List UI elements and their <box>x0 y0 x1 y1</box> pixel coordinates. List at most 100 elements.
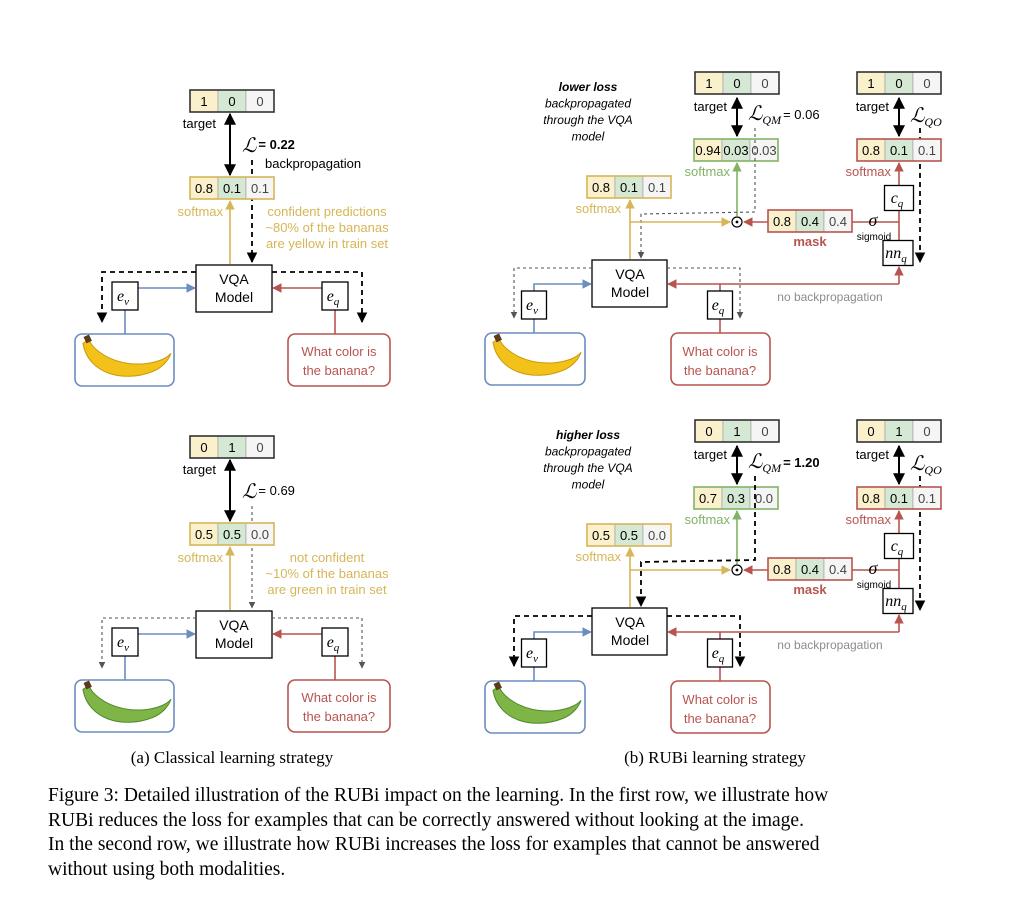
cell-value: 0.1 <box>648 180 666 195</box>
math-main: nn <box>885 593 901 610</box>
math-label: cq <box>891 538 904 558</box>
cell-border <box>189 522 275 546</box>
question-input-box <box>287 679 391 733</box>
annotation-text: not confident <box>290 550 365 565</box>
loss-subscript: QM <box>762 113 782 127</box>
loss-label: ℒQO <box>910 453 942 477</box>
banana-body <box>82 684 172 723</box>
cell-border <box>693 486 779 510</box>
math-main: c <box>891 538 898 555</box>
backprop-dashed-arrow <box>510 267 592 319</box>
backprop-dashed-arrow <box>508 615 592 668</box>
math-label: ev <box>526 645 538 665</box>
math-sub: q <box>901 253 907 265</box>
box <box>520 638 548 668</box>
cell-border <box>189 176 275 200</box>
softmax-label: softmax <box>575 201 621 216</box>
softmax-label: softmax <box>684 164 730 179</box>
math-main: e <box>327 288 334 305</box>
mask-label: mask <box>793 582 827 597</box>
yellow-banana-image <box>492 333 582 376</box>
question-text: What color is <box>301 344 377 359</box>
cell-value: 1 <box>733 424 740 439</box>
loss-note-text: backpropagated <box>545 445 631 459</box>
target-label: target <box>183 462 217 477</box>
backpropagation-label: backpropagation <box>265 156 361 171</box>
loss-value: = 0.06 <box>783 107 820 122</box>
math-sub: q <box>898 198 904 210</box>
cell-border <box>586 175 672 199</box>
cell-value: 0.0 <box>648 528 666 543</box>
box <box>321 281 349 311</box>
cell-value: 0.94 <box>695 143 720 158</box>
question-text: What color is <box>682 692 758 707</box>
loss-symbol: ℒ <box>242 135 257 157</box>
math-sub: v <box>533 653 538 665</box>
softmax-label: softmax <box>845 512 891 527</box>
question-input-box <box>670 332 771 386</box>
cell-border <box>189 435 275 459</box>
cell-value: 0 <box>761 424 768 439</box>
embedding-box: nnq <box>882 239 914 267</box>
loss-note-text: model <box>572 130 605 144</box>
green-banana-image <box>492 681 582 724</box>
cell-value: 0.8 <box>773 214 791 229</box>
loss-subscript: QO <box>924 463 942 477</box>
embedding-box: ev <box>111 281 139 311</box>
box <box>111 627 139 657</box>
loss-symbol: ℒ <box>242 481 257 503</box>
cell-value: 0.0 <box>251 527 269 542</box>
loss-label: ℒ= 0.69 <box>242 481 295 503</box>
math-sub: q <box>901 601 907 613</box>
math-label: eq <box>327 288 340 308</box>
embedding-box: cq <box>883 184 915 212</box>
sigmoid-label: sigmoid <box>857 580 891 591</box>
cell-value: 0 <box>200 440 207 455</box>
caption-line: In the second row, we illustrate how RUB… <box>48 834 820 855</box>
model-label: VQA <box>615 614 645 630</box>
math-sub: v <box>124 642 129 654</box>
question-text: the banana? <box>303 363 375 378</box>
loss-symbol: ℒ <box>748 103 763 125</box>
backprop-dashed-arrow <box>667 267 744 319</box>
cell-border <box>694 71 780 95</box>
cell-value: 0.4 <box>829 214 847 229</box>
cell-value: 0.0 <box>755 491 773 506</box>
banana-body <box>492 685 582 724</box>
cell-value: 0 <box>733 76 740 91</box>
cell-value: 0 <box>923 424 930 439</box>
cell-value: 0.1 <box>620 180 638 195</box>
loss-value: = 0.69 <box>258 483 295 498</box>
math-label: ev <box>117 634 129 654</box>
annotation-text: ~80% of the bananas <box>265 220 389 235</box>
math-sub: q <box>334 642 340 654</box>
box <box>195 264 273 313</box>
cell-border <box>586 523 672 547</box>
cell-value: 0.1 <box>251 181 269 196</box>
backprop-dashed-arrow <box>667 615 746 668</box>
cell-value: 0 <box>895 76 902 91</box>
math-main: e <box>327 634 334 651</box>
cell-value: 0.8 <box>592 180 610 195</box>
loss-subscript: QM <box>762 461 782 475</box>
math-sub: v <box>124 296 129 308</box>
cell-border <box>693 138 779 162</box>
loss-note-text: through the VQA <box>543 461 632 475</box>
embedding-box: cq <box>883 532 915 560</box>
cell-border <box>856 419 942 443</box>
model-label: VQA <box>219 271 249 287</box>
model-label: Model <box>215 635 253 651</box>
cell-border <box>767 209 853 233</box>
cell-value: 0.8 <box>195 181 213 196</box>
caption-line: Figure 3: Detailed illustration of the R… <box>48 785 829 806</box>
math-label: nnq <box>885 245 907 265</box>
loss-label: ℒQO <box>910 105 942 129</box>
